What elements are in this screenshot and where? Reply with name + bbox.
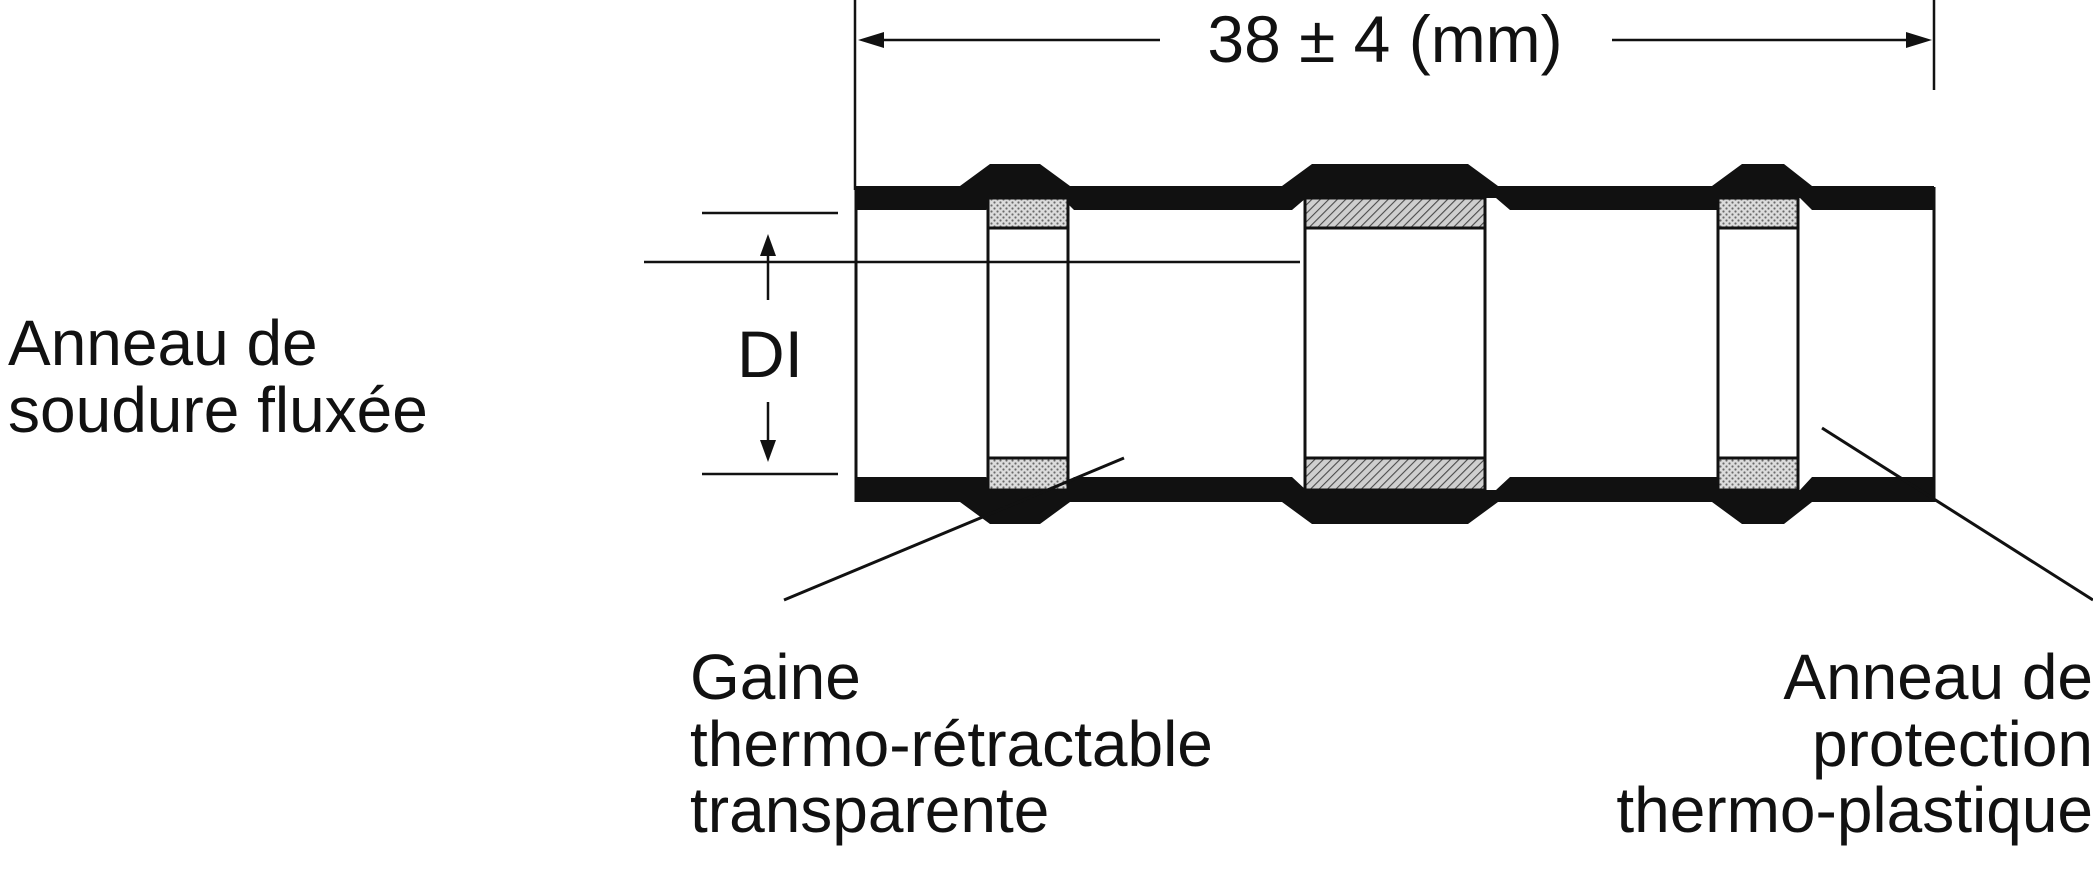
- dimension-arrowhead-left: [858, 32, 884, 48]
- sleeve-body: [854, 164, 1936, 524]
- dimension-annotation: 38 ± 4 (mm): [853, 0, 1936, 190]
- protection-ring-label-line-3: thermo-plastique: [1616, 774, 2093, 847]
- protection-ring-label: Anneau de protection thermo-plastique: [1616, 644, 2093, 844]
- di-arrowhead-bottom: [760, 440, 776, 462]
- solder-ring-label-line-2: soudure fluxée: [8, 373, 428, 446]
- sleeve-label-line-1: Gaine: [690, 641, 861, 713]
- protection-ring-label-line-2: protection: [1811, 707, 2093, 780]
- sleeve-label-line-2: thermo-rétractable: [690, 707, 1213, 780]
- solder-ring-label-line-1: Anneau de: [8, 307, 318, 379]
- sleeve-bottom-wall: [856, 477, 1934, 524]
- solder-ring-label: Anneau de soudure fluxée: [8, 310, 428, 443]
- protection-ring-right: [1716, 196, 1800, 492]
- dimension-label: 38 ± 4 (mm): [1207, 2, 1562, 76]
- solder-ring-center: [1303, 196, 1487, 492]
- sleeve-label-line-3: transparente: [690, 774, 1050, 847]
- di-arrowhead-top: [760, 234, 776, 256]
- di-label: DI: [737, 317, 803, 391]
- inner-diameter-annotation: DI: [702, 211, 838, 476]
- leader-line-sleeve: [783, 456, 1125, 602]
- sleeve-label: Gaine thermo-rétractable transparente: [690, 644, 1213, 844]
- dimension-arrowhead-right: [1906, 32, 1932, 48]
- protection-ring-left: [986, 196, 1070, 492]
- leader-line-protection-ring: [1821, 426, 2093, 602]
- protection-ring-label-line-1: Anneau de: [1783, 641, 2093, 713]
- sleeve-top-wall: [856, 164, 1934, 210]
